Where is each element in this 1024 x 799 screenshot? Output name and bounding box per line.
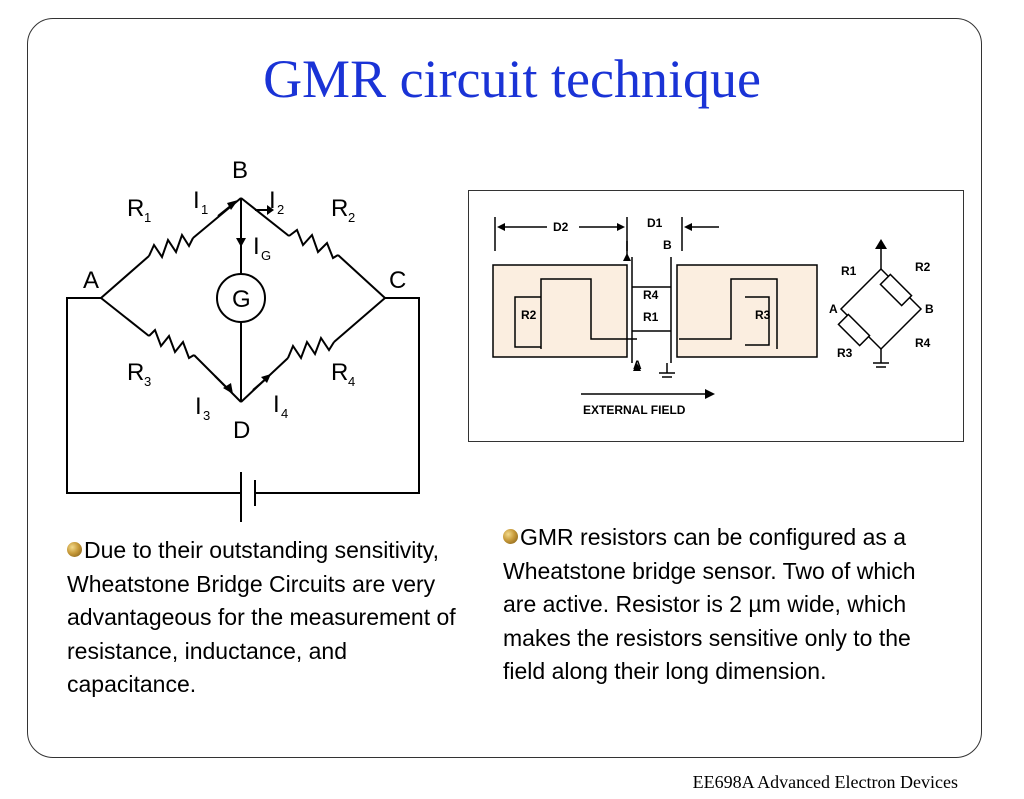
node-b-label: B <box>663 238 672 252</box>
right-bridge-r4-label: R4 <box>915 336 931 350</box>
right-bridge-r2-label: R2 <box>915 260 931 274</box>
right-bridge-a-label: A <box>829 302 838 316</box>
wire-b-r2 <box>240 197 290 237</box>
left-r2-wire <box>514 296 541 348</box>
resistor-sub-r1: 1 <box>144 210 151 225</box>
current-sub-ig: G <box>261 248 271 263</box>
d1-arrowhead <box>684 223 692 231</box>
current-label-ig: I <box>253 233 260 260</box>
right-bridge-r1-label: R1 <box>841 264 857 278</box>
arrowhead-i1 <box>227 200 238 210</box>
resistor-sub-r2: 2 <box>348 210 355 225</box>
right-meander <box>679 278 778 349</box>
current-label-i1: I <box>193 187 200 214</box>
resistor-sub-r3: 3 <box>144 374 151 389</box>
a-arrowhead <box>633 363 641 371</box>
node-label-c: C <box>389 267 406 294</box>
bullet-item-left: Due to their outstanding sensitivity, Wh… <box>67 534 467 702</box>
resistor-sub-r4: 4 <box>348 374 355 389</box>
d2-arrowhead-right <box>617 223 625 231</box>
galvanometer-label: G <box>232 286 251 313</box>
wire-c-outer <box>255 297 420 494</box>
resistor-r3-zigzag <box>148 328 195 360</box>
center-r4-label: R4 <box>643 288 659 302</box>
current-label-i2: I <box>269 187 276 214</box>
d2-arrowhead-left <box>497 223 505 231</box>
resistor-label-r4: R <box>331 359 348 386</box>
current-sub-i4: 4 <box>281 406 288 421</box>
wire-r4-c <box>333 297 386 343</box>
wire-a-outer <box>66 297 241 494</box>
gmr-sensor-svg: D2 D1 B A R2 R4 R1 R3 EXTERNAL FIELD A B… <box>492 216 934 417</box>
right-bridge-r3-active <box>837 313 871 347</box>
right-r3-label: R3 <box>755 308 771 322</box>
dim-label-d2: D2 <box>553 220 569 234</box>
resistor-r2-zigzag <box>288 228 339 260</box>
field-arrowhead <box>705 389 715 399</box>
bullet-icon <box>67 542 82 557</box>
current-sub-i2: 2 <box>277 202 284 217</box>
resistor-label-r2: R <box>331 195 348 222</box>
current-sub-i3: 3 <box>203 408 210 423</box>
node-label-d: D <box>233 417 250 444</box>
right-bridge-r3-label: R3 <box>837 346 853 360</box>
bullet-text-left: Due to their outstanding sensitivity, Wh… <box>67 537 456 697</box>
bullet-icon <box>503 529 518 544</box>
wheatstone-bridge-diagram: B A C D G R 1 R 2 R 3 R 4 I 1 I 2 I G I … <box>66 157 420 522</box>
dim-label-d1: D1 <box>647 216 663 230</box>
resistor-r4-zigzag <box>287 335 335 361</box>
resistor-label-r1: R <box>127 195 144 222</box>
left-meander <box>540 278 637 349</box>
current-label-i3: I <box>195 393 202 420</box>
arrowhead-ig <box>236 238 246 247</box>
gmr-sensor-figure: D2 D1 B A R2 R4 R1 R3 EXTERNAL FIELD A B… <box>468 190 964 442</box>
resistor-label-r3: R <box>127 359 144 386</box>
bullet-text-right: GMR resistors can be configured as a Whe… <box>503 524 916 684</box>
slide-footer: EE698A Advanced Electron Devices <box>692 772 958 792</box>
node-label-b: B <box>232 157 248 184</box>
resistor-r1-zigzag <box>148 232 194 260</box>
current-sub-i1: 1 <box>201 202 208 217</box>
slide-frame <box>27 18 982 758</box>
arrowhead-i3 <box>223 383 233 394</box>
right-r3-wire <box>745 296 770 346</box>
node-label-a: A <box>83 267 99 294</box>
bullet-item-right: GMR resistors can be configured as a Whe… <box>503 521 943 689</box>
center-r1-label: R1 <box>643 310 659 324</box>
right-bridge-r2-active <box>879 273 913 307</box>
left-r2-label: R2 <box>521 308 537 322</box>
right-substrate <box>676 264 818 358</box>
right-bridge-b-label: B <box>925 302 934 316</box>
wire-r2-c <box>337 254 386 299</box>
node-a-label: A <box>633 358 642 372</box>
arrowhead-i4 <box>261 374 271 383</box>
current-label-i4: I <box>273 391 280 418</box>
wire-a-r1 <box>100 255 150 299</box>
b-arrowhead <box>623 253 631 261</box>
external-field-label: EXTERNAL FIELD <box>583 403 686 417</box>
slide-title: GMR circuit technique <box>263 49 761 109</box>
right-bridge-top-arrowhead <box>875 239 887 249</box>
arrowhead-i2 <box>267 205 274 215</box>
wire-a-r3 <box>100 297 150 337</box>
